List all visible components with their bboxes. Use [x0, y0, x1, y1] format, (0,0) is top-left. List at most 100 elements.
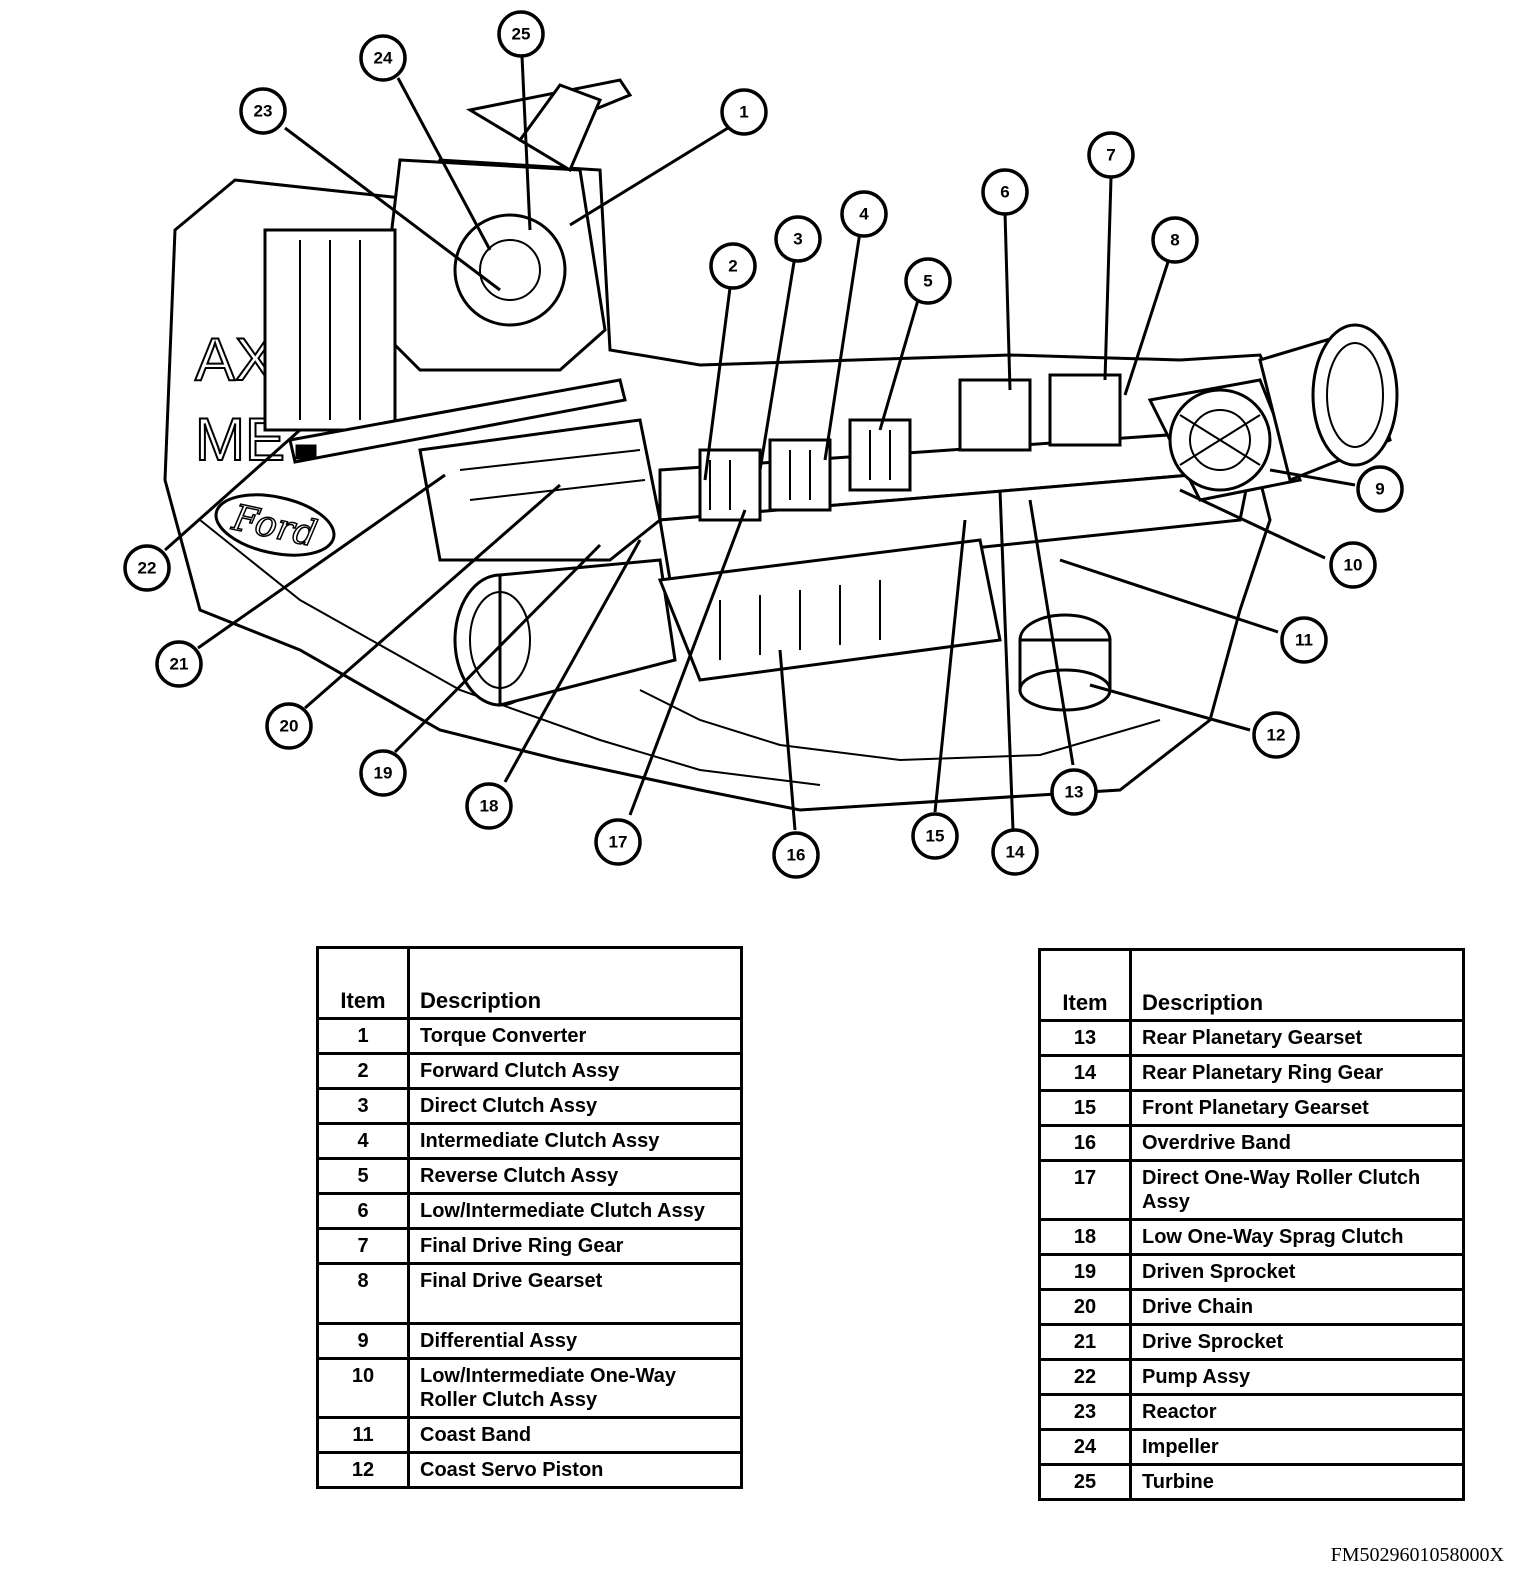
item-description: Rear Planetary Gearset: [1129, 1019, 1465, 1057]
svg-text:3: 3: [793, 230, 802, 249]
svg-text:20: 20: [280, 717, 299, 736]
svg-text:13: 13: [1065, 783, 1084, 802]
item-number: 18: [1038, 1218, 1132, 1256]
svg-text:7: 7: [1106, 146, 1115, 165]
item-number: 21: [1038, 1323, 1132, 1361]
svg-text:23: 23: [254, 102, 273, 121]
item-number: 25: [1038, 1463, 1132, 1501]
svg-text:22: 22: [138, 559, 157, 578]
svg-text:6: 6: [1000, 183, 1009, 202]
item-number: 17: [1038, 1159, 1132, 1221]
callout-2: 2: [709, 242, 757, 290]
figure-code: FM5029601058000X: [1330, 1544, 1504, 1566]
differential: [1147, 378, 1303, 502]
item-description: Final Drive Gearset: [407, 1262, 743, 1325]
callout-19: 19: [359, 749, 407, 797]
item-number: 7: [316, 1227, 410, 1265]
item-number: 16: [1038, 1124, 1132, 1162]
callout-24: 24: [359, 34, 407, 82]
servo-piston: [1018, 613, 1112, 712]
item-description: Coast Servo Piston: [407, 1451, 743, 1489]
item-description: Differential Assy: [407, 1322, 743, 1360]
header-item: Item: [316, 946, 410, 1020]
item-description: Drive Sprocket: [1129, 1323, 1465, 1361]
header-description: Description: [1129, 948, 1465, 1022]
callout-7: 7: [1087, 131, 1135, 179]
item-number: 13: [1038, 1019, 1132, 1057]
callout-23: 23: [239, 87, 287, 135]
item-number: 2: [316, 1052, 410, 1090]
callout-16: 16: [772, 831, 820, 879]
item-number: 19: [1038, 1253, 1132, 1291]
item-description: Final Drive Ring Gear: [407, 1227, 743, 1265]
callout-20: 20: [265, 702, 313, 750]
svg-text:18: 18: [480, 797, 499, 816]
item-description: Coast Band: [407, 1416, 743, 1454]
svg-text:4: 4: [859, 205, 869, 224]
callout-1: 1: [720, 88, 768, 136]
callout-13: 13: [1050, 768, 1098, 816]
callout-21: 21: [155, 640, 203, 688]
svg-text:25: 25: [512, 25, 531, 44]
item-number: 22: [1038, 1358, 1132, 1396]
svg-text:11: 11: [1295, 631, 1313, 650]
callout-3: 3: [774, 215, 822, 263]
callout-4: 4: [840, 190, 888, 238]
item-number: 11: [316, 1416, 410, 1454]
item-number: 1: [316, 1017, 410, 1055]
item-description: Turbine: [1129, 1463, 1465, 1501]
svg-text:12: 12: [1267, 726, 1286, 745]
callout-14: 14: [991, 828, 1039, 876]
callout-25: 25: [497, 10, 545, 58]
item-description: Low/Intermediate Clutch Assy: [407, 1192, 743, 1230]
header-item: Item: [1038, 948, 1132, 1022]
item-number: 9: [316, 1322, 410, 1360]
input-shaft: [288, 378, 627, 464]
item-number: 3: [316, 1087, 410, 1125]
ford-logo: Ford: [214, 493, 336, 557]
valve-body: [263, 228, 397, 432]
item-number: 5: [316, 1157, 410, 1195]
item-number: 24: [1038, 1428, 1132, 1466]
item-number: 12: [316, 1451, 410, 1489]
svg-text:2: 2: [728, 257, 737, 276]
item-description: Intermediate Clutch Assy: [407, 1122, 743, 1160]
item-number: 14: [1038, 1054, 1132, 1092]
item-description: Reactor: [1129, 1393, 1465, 1431]
legend-header-row: Item Description: [1038, 948, 1465, 1022]
callout-5: 5: [904, 257, 952, 305]
item-description: Direct Clutch Assy: [407, 1087, 743, 1125]
item-description: Low/Intermediate One-Way Roller Clutch A…: [407, 1357, 743, 1419]
svg-text:14: 14: [1006, 843, 1025, 862]
drive-chain-housing: [418, 418, 662, 562]
legend-header-row: Item Description: [316, 946, 743, 1020]
item-number: 23: [1038, 1393, 1132, 1431]
main-geartrain: [658, 373, 1252, 582]
item-description: Overdrive Band: [1129, 1124, 1465, 1162]
callout-18: 18: [465, 782, 513, 830]
item-description: Forward Clutch Assy: [407, 1052, 743, 1090]
item-description: Low One-Way Sprag Clutch: [1129, 1218, 1465, 1256]
callout-10: 10: [1329, 541, 1377, 589]
svg-text:10: 10: [1344, 556, 1363, 575]
callout-11: 11: [1280, 616, 1328, 664]
